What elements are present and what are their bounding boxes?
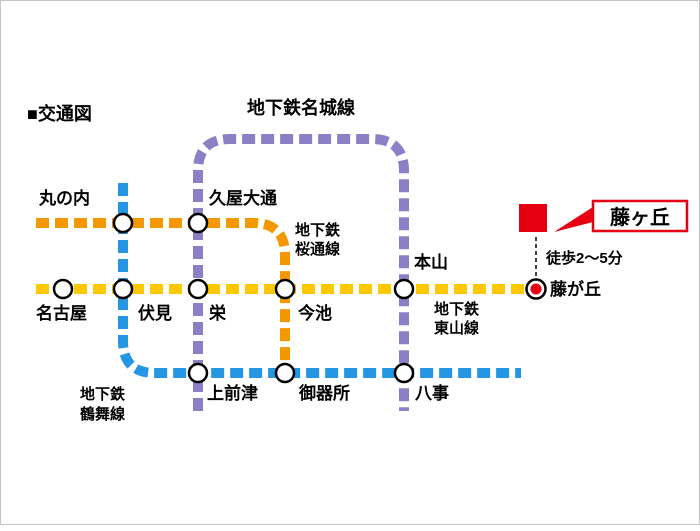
callout-label: 藤ヶ丘 [609,206,670,229]
sakuradori-line [36,218,290,377]
higashiyama-line-label-2: 東山線 [434,319,479,337]
station-gokiso [274,362,296,384]
sakuradori-line-label-2: 桜通線 [295,240,340,258]
tsurumai-line-label-1: 地下鉄 [80,385,125,403]
station-label-marunouchi: 丸の内 [38,188,90,208]
station-fujigaoka-inner [530,283,542,295]
station-label-nagoya: 名古屋 [36,303,87,323]
station-label-fushimi: 伏見 [138,303,172,323]
station-label-imaike: 今池 [298,303,332,323]
station-kamimaezu [187,362,209,384]
station-hisayaodori [187,212,209,234]
station-label-kamimaezu: 上前津 [207,383,258,403]
station-motoyama [393,278,415,300]
station-marunouchi [112,212,134,234]
station-label-sakae: 栄 [208,303,227,323]
meijo-line-label: 地下鉄名城線 [247,97,355,118]
tsurumai-line-label-2: 鶴舞線 [80,405,125,423]
station-label-gokiso: 御器所 [298,383,350,403]
station-label-motoyama: 本山 [414,252,448,272]
higashiyama-line-label-1: 地下鉄 [434,300,479,318]
callout-box [591,199,689,233]
station-sakae [187,278,209,300]
walk-note: 徒歩2～5分 [545,249,623,267]
station-imaike [274,278,296,300]
station-fushimi [112,278,134,300]
map-title: ■交通図 [27,103,92,124]
station-label-yagoto: 八事 [415,384,449,403]
tsurumai-line [118,183,521,378]
station-label-hisayaodori: 久屋大通 [209,188,277,208]
callout-arrow [554,207,593,232]
station-yagoto [393,362,415,384]
sakuradori-line-label-1: 地下鉄 [295,221,340,239]
station-nagoya [52,278,74,300]
station-label-fujigaoka: 藤が丘 [550,279,601,299]
meijo-line [193,134,409,411]
destination-building-square [519,204,547,232]
